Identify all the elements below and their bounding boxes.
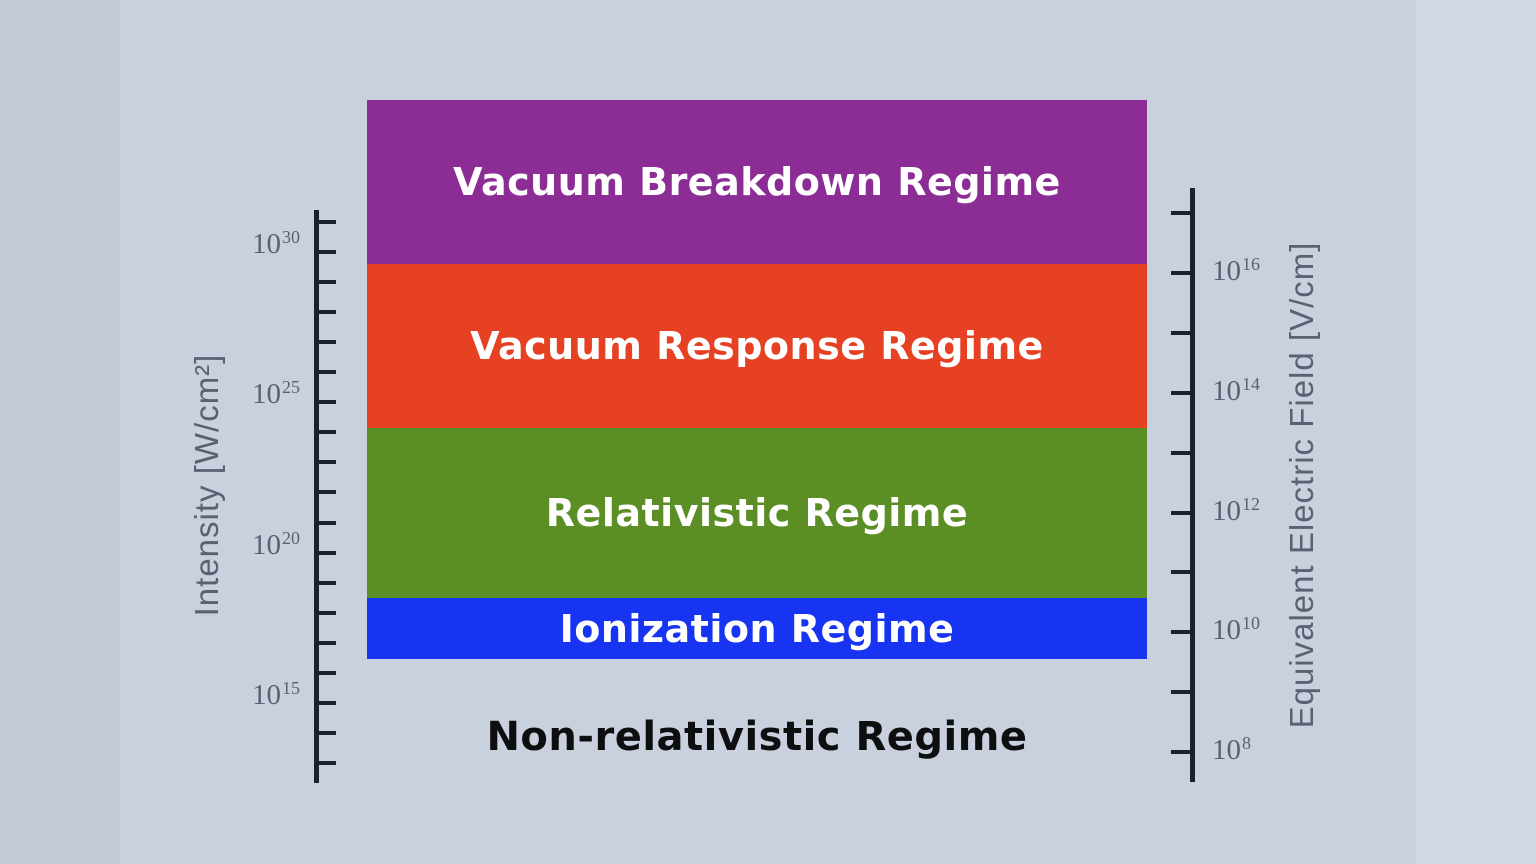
axis-tick [316, 430, 336, 434]
axis-tick-label: 1016 [1212, 254, 1260, 287]
axis-tick [316, 731, 336, 735]
regime-band-label: Relativistic Regime [545, 491, 969, 535]
regime-band-label: Ionization Regime [559, 606, 955, 651]
axis-tick [1171, 630, 1191, 634]
axis-tick-label: 1012 [1212, 494, 1260, 527]
axis-tick-label: 1020 [252, 528, 300, 561]
axis-tick [316, 370, 336, 374]
axis-tick [1171, 391, 1191, 395]
axis-tick [1171, 750, 1191, 754]
axis-tick [316, 460, 336, 464]
axis-line [1190, 188, 1195, 782]
axis-tick [316, 611, 336, 615]
axis-tick [316, 701, 336, 705]
electric-field-axis-title: Equivalent Electric Field [V/cm] [1283, 241, 1320, 729]
regime-band-relativistic-regime: Relativistic Regime [367, 428, 1147, 598]
axis-tick [1171, 511, 1191, 515]
axis-tick [316, 340, 336, 344]
regime-band-ionization-regime: Ionization Regime [367, 598, 1147, 659]
axis-tick [316, 400, 336, 404]
axis-tick [1171, 690, 1191, 694]
axis-tick [316, 581, 336, 585]
axis-tick-label: 1015 [252, 678, 300, 711]
axis-tick [316, 220, 336, 224]
regime-band-vacuum-response-regime: Vacuum Response Regime [367, 264, 1147, 428]
axis-tick [1171, 331, 1191, 335]
axis-tick [316, 521, 336, 525]
non-relativistic-regime-label: Non-relativistic Regime [486, 714, 1028, 760]
regime-band-label: Vacuum Response Regime [470, 324, 1044, 368]
axis-tick-label: 1010 [1212, 613, 1260, 646]
axis-tick [1171, 570, 1191, 574]
axis-tick [316, 551, 336, 555]
axis-tick-label: 108 [1212, 733, 1251, 766]
axis-tick-label: 1030 [252, 227, 300, 260]
axis-tick [316, 490, 336, 494]
axis-tick-label: 1014 [1212, 374, 1260, 407]
intensity-axis-title: Intensity [W/cm²] [188, 353, 225, 617]
axis-tick [316, 641, 336, 645]
axis-line [314, 210, 319, 783]
axis-tick [1171, 211, 1191, 215]
axis-tick [1171, 271, 1191, 275]
axis-tick [316, 761, 336, 765]
axis-tick [316, 280, 336, 284]
axis-tick-label: 1025 [252, 377, 300, 410]
axis-tick [316, 250, 336, 254]
axis-tick [1171, 451, 1191, 455]
axis-tick [316, 671, 336, 675]
axis-tick [316, 310, 336, 314]
regime-band-vacuum-breakdown-regime: Vacuum Breakdown Regime [367, 100, 1147, 264]
regime-band-label: Vacuum Breakdown Regime [453, 160, 1061, 204]
